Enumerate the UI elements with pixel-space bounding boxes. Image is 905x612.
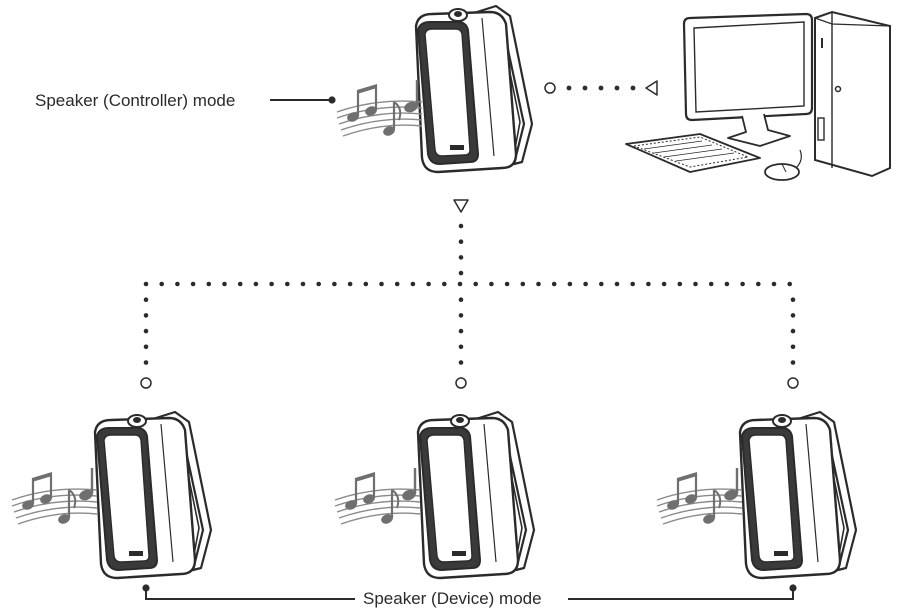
link-dot [143,281,149,287]
link-dot [159,281,164,287]
link-dot [458,239,464,244]
link-dot [363,281,369,287]
controller-output-triangle [453,199,469,213]
desktop-computer-icon [625,10,891,181]
link-dot [630,281,635,287]
link-dot [458,360,464,365]
device-link-tree [143,223,796,365]
link-dot [599,281,604,287]
link-dot [473,281,479,287]
link-dot [143,344,149,350]
link-dot [175,281,180,287]
link-dot [740,281,745,287]
device-speaker-1 [93,410,213,580]
link-dot [790,344,796,350]
controller-music-notes-icon [335,78,424,139]
link-dot [332,281,337,287]
link-dot [693,281,698,287]
link-dot [489,281,494,287]
link-dot [458,270,464,276]
link-dot [458,297,464,303]
device-link-endpoints [140,377,799,389]
link-dot [614,281,620,287]
device-speaker-2 [416,410,536,580]
device-label-bracket [142,584,797,600]
link-dot [442,281,447,287]
device-mode-label: Speaker (Device) mode [363,589,542,608]
link-dot [190,281,196,287]
link-dot [724,281,730,287]
link-dot [457,281,463,287]
link-dot [222,281,227,287]
link-dot [583,281,588,287]
link-dot [790,297,796,303]
link-dot [426,281,431,287]
device-music-notes-icon-3 [655,466,744,527]
link-dot [143,297,149,303]
link-dot [787,281,792,287]
link-dot [790,328,796,334]
link-dot [458,223,464,229]
link-dot [143,360,149,365]
link-dot [551,281,557,287]
link-dot [771,281,777,287]
link-dot [790,360,796,365]
device-music-notes-icon-2 [333,466,422,527]
link-dot [300,281,306,287]
link-dot [285,281,290,287]
device-speaker-3 [738,410,858,580]
link-dot [520,281,526,287]
controller-label-connector [270,96,336,104]
link-dot [567,281,573,287]
link-dot [143,328,149,334]
link-dot [536,281,541,287]
link-dot [661,281,667,287]
link-dot [316,281,322,287]
link-dot [394,281,400,287]
controller-speaker [414,4,534,174]
link-dot [756,281,761,287]
link-dot [143,313,149,318]
link-dot [458,255,464,260]
link-dot [269,281,274,287]
link-dot [253,281,259,287]
link-dot [379,281,384,287]
link-dot [646,281,651,287]
link-dot [504,281,510,287]
link-dot [708,281,714,287]
link-dot [458,313,464,318]
link-dot [347,281,353,287]
controller-computer-link [544,80,658,96]
link-dot [458,344,464,350]
link-dot [677,281,683,287]
link-dot [410,281,416,287]
link-dot [790,313,796,318]
link-dot [237,281,243,287]
device-music-notes-icon-1 [10,466,99,527]
link-dot [458,328,464,334]
controller-mode-label: Speaker (Controller) mode [35,91,236,110]
link-dot [206,281,212,287]
